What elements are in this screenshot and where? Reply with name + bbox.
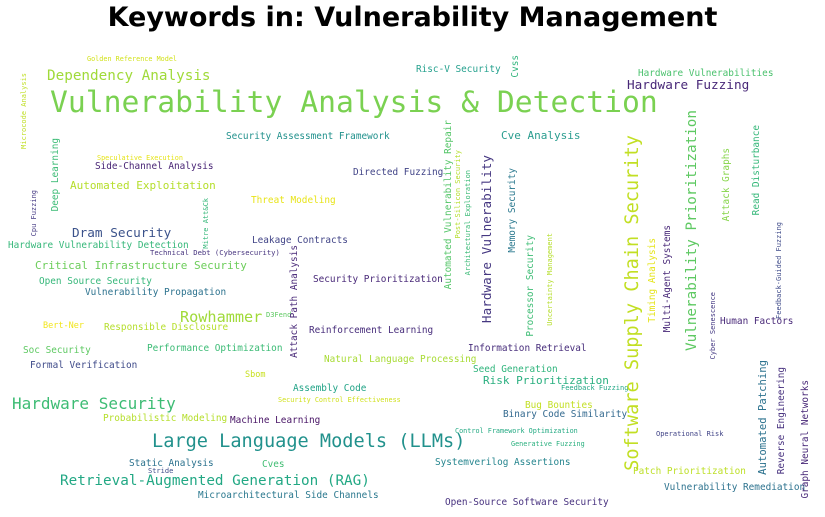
keyword: Probabilistic Modeling bbox=[103, 413, 228, 424]
keyword: Memory Security bbox=[507, 168, 518, 253]
keyword: Open Source Security bbox=[39, 276, 152, 287]
keyword: Systemverilog Assertions bbox=[435, 457, 571, 468]
keyword: Human Factors bbox=[720, 316, 794, 327]
keyword: Uncertainty Management bbox=[546, 233, 554, 326]
keyword: Sbom bbox=[245, 370, 266, 380]
keyword: Bug Bounties bbox=[525, 400, 593, 411]
keyword: Assembly Code bbox=[293, 383, 367, 394]
keyword: Cpu Fuzzing bbox=[30, 190, 38, 237]
keyword: Cves bbox=[262, 459, 285, 470]
keyword: Automated Vulnerability Repair bbox=[443, 120, 454, 290]
keyword: Feedback Fuzzing bbox=[561, 384, 629, 392]
keyword: Microcode Analysis bbox=[20, 73, 28, 149]
keyword: Read Disturbance bbox=[751, 125, 762, 216]
keyword: Natural Language Processing bbox=[324, 354, 477, 365]
keyword: Generative Fuzzing bbox=[511, 440, 585, 448]
keyword: Hardware Security bbox=[12, 394, 176, 413]
keyword: D3Fend bbox=[266, 311, 292, 319]
keyword: Processor Security bbox=[525, 235, 536, 337]
keyword: Hardware Vulnerabilities bbox=[638, 68, 774, 79]
keyword: Directed Fuzzing bbox=[353, 167, 444, 178]
keyword: Risc-V Security bbox=[416, 64, 501, 75]
keyword: Golden Reference Model bbox=[87, 55, 178, 63]
keyword: Machine Learning bbox=[230, 415, 321, 426]
keyword: Rowhammer bbox=[180, 308, 263, 326]
keyword: Retrieval-Augmented Generation (RAG) bbox=[60, 473, 370, 489]
keyword: Hardware Vulnerability Detection bbox=[8, 240, 189, 251]
keyword: Hardware Fuzzing bbox=[627, 77, 750, 92]
keyword: Information Retrieval bbox=[468, 343, 587, 354]
keyword: Bert-Ner bbox=[43, 321, 84, 331]
keyword: Mitre Att&Ck bbox=[202, 198, 210, 249]
keyword: Threat Modeling bbox=[251, 195, 336, 206]
keyword: Reverse Engineering bbox=[776, 367, 787, 475]
keyword: Dram Security bbox=[72, 225, 172, 240]
keyword: Security Control Effectiveness bbox=[278, 396, 401, 404]
keyword: Large Language Models (LLMs) bbox=[152, 431, 466, 452]
keyword: Control Framework Optimization bbox=[455, 427, 578, 435]
keyword: Vulnerability Remediation bbox=[664, 482, 806, 493]
keyword: Security Prioritization bbox=[313, 274, 443, 285]
keyword: Timing Analysis bbox=[647, 238, 658, 323]
keyword: Microarchitectural Side Channels bbox=[198, 490, 379, 501]
keyword: Attack Path Analysis bbox=[289, 245, 300, 358]
keyword: Leakage Contracts bbox=[252, 235, 348, 246]
keyword: Operational Risk bbox=[656, 430, 724, 438]
keyword: Performance Optimization bbox=[147, 343, 283, 354]
keyword: Soc Security bbox=[23, 345, 91, 356]
keyword: Formal Verification bbox=[30, 360, 138, 371]
keyword: Security Assessment Framework bbox=[226, 131, 390, 142]
keyword: Risk Prioritization bbox=[483, 374, 609, 387]
keyword: Stride bbox=[148, 467, 174, 475]
keyword: Technical Debt (Cybersecurity) bbox=[150, 248, 280, 257]
keyword: Multi-Agent Systems bbox=[662, 225, 673, 333]
keyword: Patch Prioritization bbox=[633, 466, 746, 477]
keyword: Vulnerability Analysis & Detection bbox=[50, 85, 658, 120]
keyword: Hardware Vulnerability bbox=[479, 155, 494, 324]
keyword: Side-Channel Analysis bbox=[95, 161, 214, 172]
keyword: Post-Silicon Security bbox=[454, 150, 462, 239]
chart-title: Keywords in: Vulnerability Management bbox=[107, 2, 718, 33]
keyword: Open-Source Software Security bbox=[445, 497, 609, 508]
keyword: Automated Exploitation bbox=[70, 179, 216, 192]
keyword: Cvss bbox=[510, 55, 521, 78]
keyword: Vulnerability Propagation bbox=[85, 287, 227, 298]
keyword: Speculative Execution bbox=[97, 154, 183, 162]
keyword: Software Supply Chain Security bbox=[622, 135, 643, 471]
keyword: Graph Neural Networks bbox=[800, 380, 811, 499]
keyword: Seed Generation bbox=[473, 364, 558, 375]
keyword: Reinforcement Learning bbox=[309, 325, 434, 336]
keyword: Cve Analysis bbox=[501, 129, 581, 142]
keyword: Binary Code Similarity bbox=[503, 409, 628, 420]
keyword: Static Analysis bbox=[129, 458, 214, 469]
keyword: Attack Graphs bbox=[721, 148, 732, 222]
keyword: Critical Infrastructure Security bbox=[35, 259, 247, 272]
keyword: Dependency Analysis bbox=[47, 68, 211, 84]
keyword: Architectural Exploration bbox=[464, 170, 472, 276]
keyword: Automated Patching bbox=[757, 360, 769, 475]
keyword: Responsible Disclosure bbox=[104, 322, 229, 333]
keyword: Cyber Senescence bbox=[709, 292, 717, 360]
keyword: Deep Learning bbox=[50, 138, 61, 212]
keyword: Vulnerability Prioritization bbox=[684, 110, 700, 352]
keyword: Feedback-Guided Fuzzing bbox=[775, 222, 783, 319]
